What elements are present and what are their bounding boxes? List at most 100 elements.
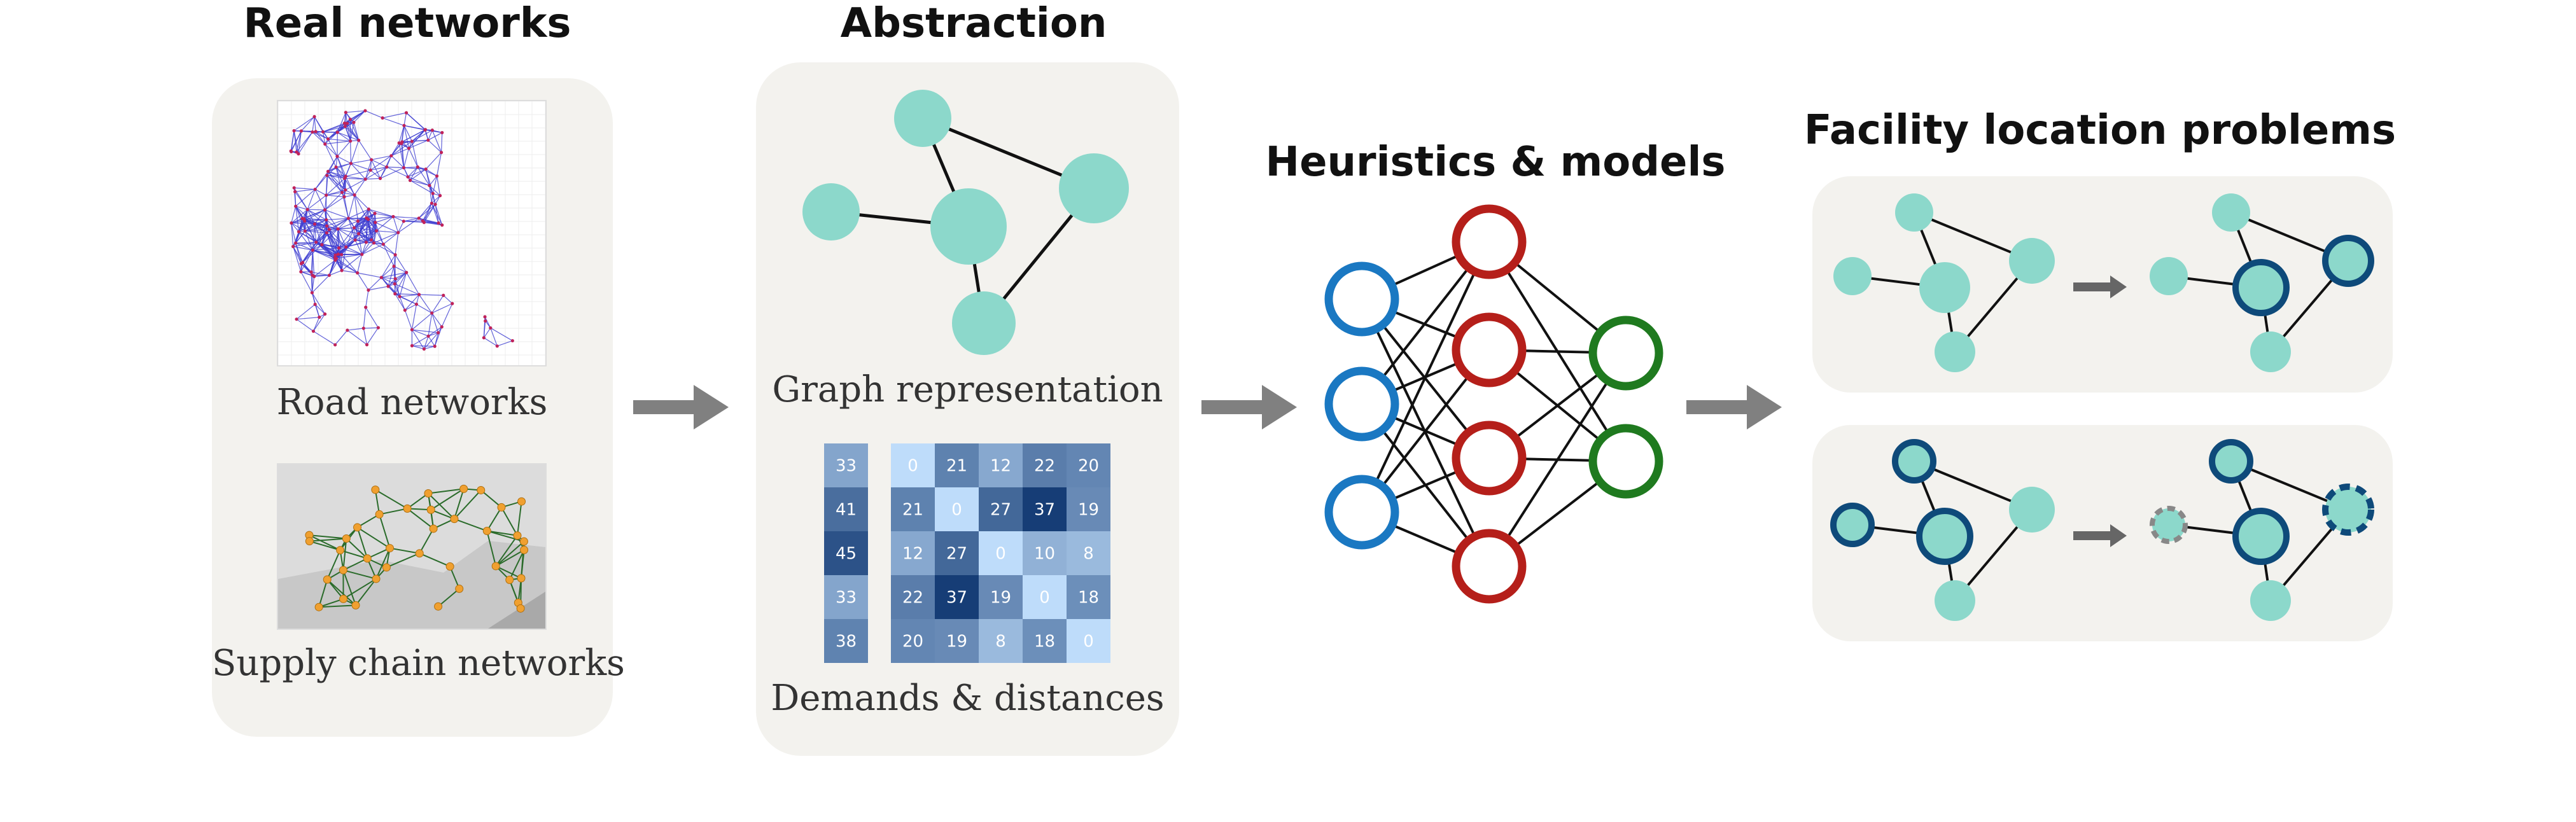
distance-cell: 0 [979, 531, 1023, 575]
demand-cell: 45 [824, 531, 868, 575]
input-neuron [1324, 475, 1399, 550]
hidden-neuron [1452, 529, 1527, 604]
title-heuristics-models: Heuristics & models [1265, 139, 1726, 186]
graph-representation-diagram [802, 90, 1129, 355]
facility-node [2209, 439, 2253, 484]
svg-text:22: 22 [1034, 457, 1055, 476]
svg-text:12: 12 [990, 457, 1011, 476]
svg-text:21: 21 [902, 501, 923, 520]
facility-node [1916, 508, 1973, 565]
svg-text:37: 37 [1034, 501, 1055, 520]
input-neuron [1324, 366, 1399, 442]
facility-node [2232, 508, 2290, 565]
svg-text:20: 20 [1078, 457, 1099, 476]
demand-cell: 41 [824, 487, 868, 531]
distance-cell: 18 [1067, 575, 1110, 619]
svg-text:0: 0 [951, 501, 962, 520]
distance-cell: 0 [1023, 575, 1067, 619]
distance-cell: 8 [979, 619, 1023, 663]
svg-text:37: 37 [946, 589, 967, 608]
facility-node [1830, 503, 1875, 547]
distance-cell: 12 [979, 443, 1023, 487]
distance-cell: 22 [891, 575, 935, 619]
svg-text:38: 38 [836, 632, 857, 651]
arrow-right-icon [1201, 385, 1297, 429]
svg-text:18: 18 [1078, 589, 1099, 608]
demand-cell: 33 [824, 443, 868, 487]
svg-text:19: 19 [946, 632, 967, 651]
distance-cell: 8 [1067, 531, 1110, 575]
distance-cell: 19 [1067, 487, 1110, 531]
facility-graph-after [1830, 439, 2374, 621]
road-networks-caption: Road networks [276, 382, 548, 423]
svg-text:27: 27 [990, 501, 1011, 520]
distance-cell: 19 [935, 619, 979, 663]
arrow-right-icon [633, 385, 729, 429]
distance-cell: 10 [1023, 531, 1067, 575]
svg-text:41: 41 [836, 501, 857, 520]
distance-cell: 27 [979, 487, 1023, 531]
demand-distance-matrix: 33 41 45 33 38 0 21 12 22 20 21 0 27 37 19 12 27 0 10 8 22 37… [824, 443, 1110, 663]
distance-cell: 0 [1067, 619, 1110, 663]
title-real-networks: Real networks [243, 0, 571, 47]
svg-text:0: 0 [1083, 632, 1094, 651]
svg-text:22: 22 [902, 589, 923, 608]
svg-text:20: 20 [902, 632, 923, 651]
new-facility-node [2322, 484, 2374, 536]
facility-node [2232, 259, 2290, 316]
distance-cell: 19 [979, 575, 1023, 619]
svg-text:10: 10 [1034, 545, 1055, 564]
svg-text:19: 19 [1078, 501, 1099, 520]
input-neuron [1324, 261, 1399, 337]
distance-cell: 20 [1067, 443, 1110, 487]
demand-cell: 38 [824, 619, 868, 663]
road-network-image [277, 100, 547, 366]
distance-cell: 12 [891, 531, 935, 575]
distance-cell: 37 [1023, 487, 1067, 531]
svg-text:0: 0 [907, 457, 918, 476]
arrow-right-icon [2073, 275, 2127, 298]
distance-cell: 21 [935, 443, 979, 487]
svg-text:33: 33 [836, 457, 857, 476]
distance-cell: 27 [935, 531, 979, 575]
supply-chain-caption: Supply chain networks [212, 643, 625, 684]
hidden-neuron [1452, 421, 1527, 496]
output-neuron [1588, 316, 1663, 391]
svg-text:27: 27 [946, 545, 967, 564]
graph-node [952, 291, 1016, 355]
svg-text:33: 33 [836, 589, 857, 608]
demands-distances-caption: Demands & distances [771, 678, 1165, 719]
removed-facility-node [2150, 506, 2188, 544]
neural-network-diagram [1324, 204, 1663, 604]
graph-representation-caption: Graph representation [772, 369, 1163, 410]
svg-text:8: 8 [995, 632, 1006, 651]
hidden-neuron [1452, 312, 1527, 387]
svg-text:18: 18 [1034, 632, 1055, 651]
arrow-right-icon [2073, 524, 2127, 547]
distance-cell: 0 [891, 443, 935, 487]
svg-text:8: 8 [1083, 545, 1094, 564]
arrow-right-icon [1686, 385, 1782, 429]
svg-text:19: 19 [990, 589, 1011, 608]
facility-node [1892, 439, 1936, 484]
svg-text:45: 45 [836, 545, 857, 564]
svg-text:21: 21 [946, 457, 967, 476]
distance-cell: 20 [891, 619, 935, 663]
output-neuron [1588, 424, 1663, 499]
title-abstraction: Abstraction [840, 0, 1107, 47]
svg-text:0: 0 [995, 545, 1006, 564]
graph-node [894, 90, 951, 147]
facility-graph-before [1833, 193, 2374, 372]
graph-node [802, 183, 860, 240]
distance-cell: 21 [891, 487, 935, 531]
demand-cell: 33 [824, 575, 868, 619]
graph-node [930, 188, 1007, 265]
distance-cell: 22 [1023, 443, 1067, 487]
svg-text:12: 12 [902, 545, 923, 564]
graph-node [1059, 153, 1129, 223]
title-facility-location: Facility location problems [1803, 107, 2397, 154]
supply-chain-map-image [277, 463, 547, 630]
hidden-neuron [1452, 204, 1527, 279]
distance-cell: 37 [935, 575, 979, 619]
distance-cell: 0 [935, 487, 979, 531]
